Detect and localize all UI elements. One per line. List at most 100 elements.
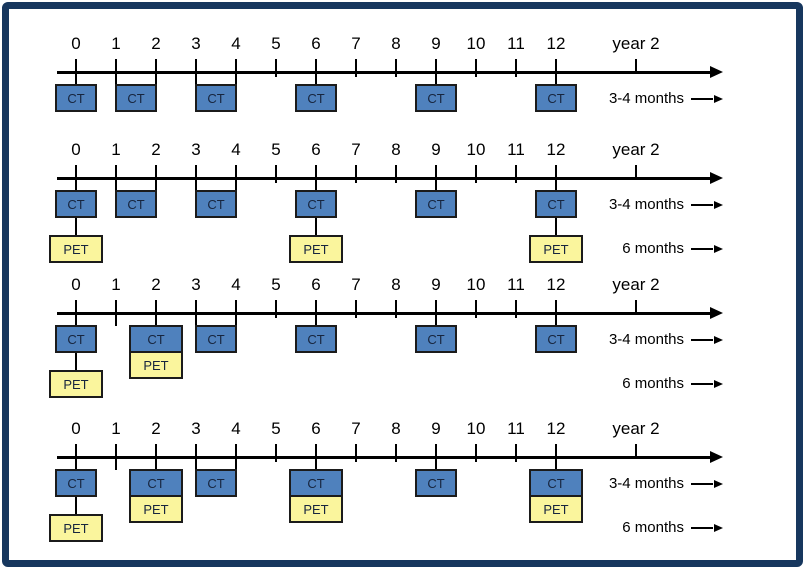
month-tick [275, 444, 277, 462]
month-label: 7 [351, 419, 361, 438]
month-label: 12 [546, 275, 566, 294]
month-label: 10 [466, 140, 486, 159]
month-label: 10 [466, 275, 486, 294]
month-label: 11 [507, 275, 525, 294]
month-tick [395, 59, 397, 77]
ct-box: CT [55, 190, 97, 218]
month-label: 11 [507, 419, 525, 438]
month-label: 11 [507, 140, 525, 159]
ct-box: CT [195, 190, 237, 218]
timeline-axis [57, 177, 711, 180]
ct-box: CT [195, 84, 237, 112]
pet-box: PET [49, 370, 103, 398]
month-tick [395, 300, 397, 318]
month-label: 0 [71, 140, 81, 159]
month-tick [475, 444, 477, 462]
ct-box: CT [55, 325, 97, 353]
ct-interval-arrow [691, 483, 713, 485]
timeline-axis-arrowhead-icon [710, 307, 723, 319]
ct-box: CT [115, 190, 157, 218]
month-label: 5 [271, 140, 281, 159]
month-label: 2 [151, 140, 161, 159]
ct-box: CT [535, 190, 577, 218]
pet-interval-arrow [691, 527, 713, 529]
month-label: 4 [231, 419, 241, 438]
ct-box: CT [289, 469, 343, 497]
ct-interval-arrow [691, 98, 713, 100]
month-label: 7 [351, 34, 361, 53]
month-label: 4 [231, 275, 241, 294]
month-label: 0 [71, 34, 81, 53]
ct-interval-label: 3-4 months [608, 475, 684, 492]
month-label: 2 [151, 34, 161, 53]
ct-pet-connector [315, 218, 317, 235]
timeline-axis-arrowhead-icon [710, 451, 723, 463]
month-tick [275, 165, 277, 183]
month-label: 1 [111, 34, 121, 53]
ct-interval-arrowhead-icon [714, 480, 723, 488]
year2-label: year 2 [612, 34, 660, 53]
month-label: 12 [546, 140, 566, 159]
year2-label: year 2 [612, 275, 660, 294]
month-label: 4 [231, 34, 241, 53]
ct-pet-connector [75, 218, 77, 235]
ct-box: CT [129, 469, 183, 497]
month-label: 9 [431, 419, 441, 438]
ct-pet-connector [75, 353, 77, 370]
ct-box: CT [129, 325, 183, 353]
month-label: 5 [271, 419, 281, 438]
month-tick [355, 59, 357, 77]
month-tick [515, 59, 517, 77]
month-label: 1 [111, 419, 121, 438]
pet-interval-arrow [691, 248, 713, 250]
month-tick [355, 444, 357, 462]
ct-interval-arrow [691, 204, 713, 206]
ct-interval-arrowhead-icon [714, 95, 723, 103]
month-label: 10 [466, 419, 486, 438]
timeline-axis-arrowhead-icon [710, 66, 723, 78]
ct-box: CT [195, 469, 237, 497]
month-label: 12 [546, 34, 566, 53]
ct-box: CT [195, 325, 237, 353]
ct-interval-arrowhead-icon [714, 201, 723, 209]
month-tick [515, 165, 517, 183]
month-label: 10 [466, 34, 486, 53]
month-label: 9 [431, 275, 441, 294]
month-tick [475, 300, 477, 318]
ct-interval-label: 3-4 months [608, 331, 684, 348]
year2-tick [635, 444, 637, 457]
month-tick [395, 444, 397, 462]
pet-box: PET [529, 235, 583, 263]
month-label: 1 [111, 275, 121, 294]
ct-box: CT [55, 469, 97, 497]
month-tick [395, 165, 397, 183]
ct-interval-arrow [691, 339, 713, 341]
year2-tick [635, 300, 637, 313]
year2-tick [635, 59, 637, 72]
timeline-axis [57, 71, 711, 74]
month-label: 8 [391, 419, 401, 438]
month-label: 2 [151, 419, 161, 438]
month-label: 9 [431, 34, 441, 53]
month-label: 8 [391, 275, 401, 294]
month-label: 3 [191, 275, 201, 294]
month-label: 12 [546, 419, 566, 438]
pet-interval-label: 6 months [622, 240, 684, 257]
timeline-axis [57, 312, 711, 315]
month-tick [355, 165, 357, 183]
month-tick [515, 444, 517, 462]
month-label: 11 [507, 34, 525, 53]
month-label: 8 [391, 34, 401, 53]
pet-interval-label: 6 months [622, 519, 684, 536]
timeline-axis [57, 456, 711, 459]
pet-box: PET [129, 495, 183, 523]
month-label: 6 [311, 419, 321, 438]
month-tick [355, 300, 357, 318]
ct-pet-connector [75, 497, 77, 514]
ct-box: CT [535, 325, 577, 353]
ct-box: CT [415, 190, 457, 218]
pet-box: PET [49, 235, 103, 263]
month-tick [475, 59, 477, 77]
month-label: 6 [311, 275, 321, 294]
